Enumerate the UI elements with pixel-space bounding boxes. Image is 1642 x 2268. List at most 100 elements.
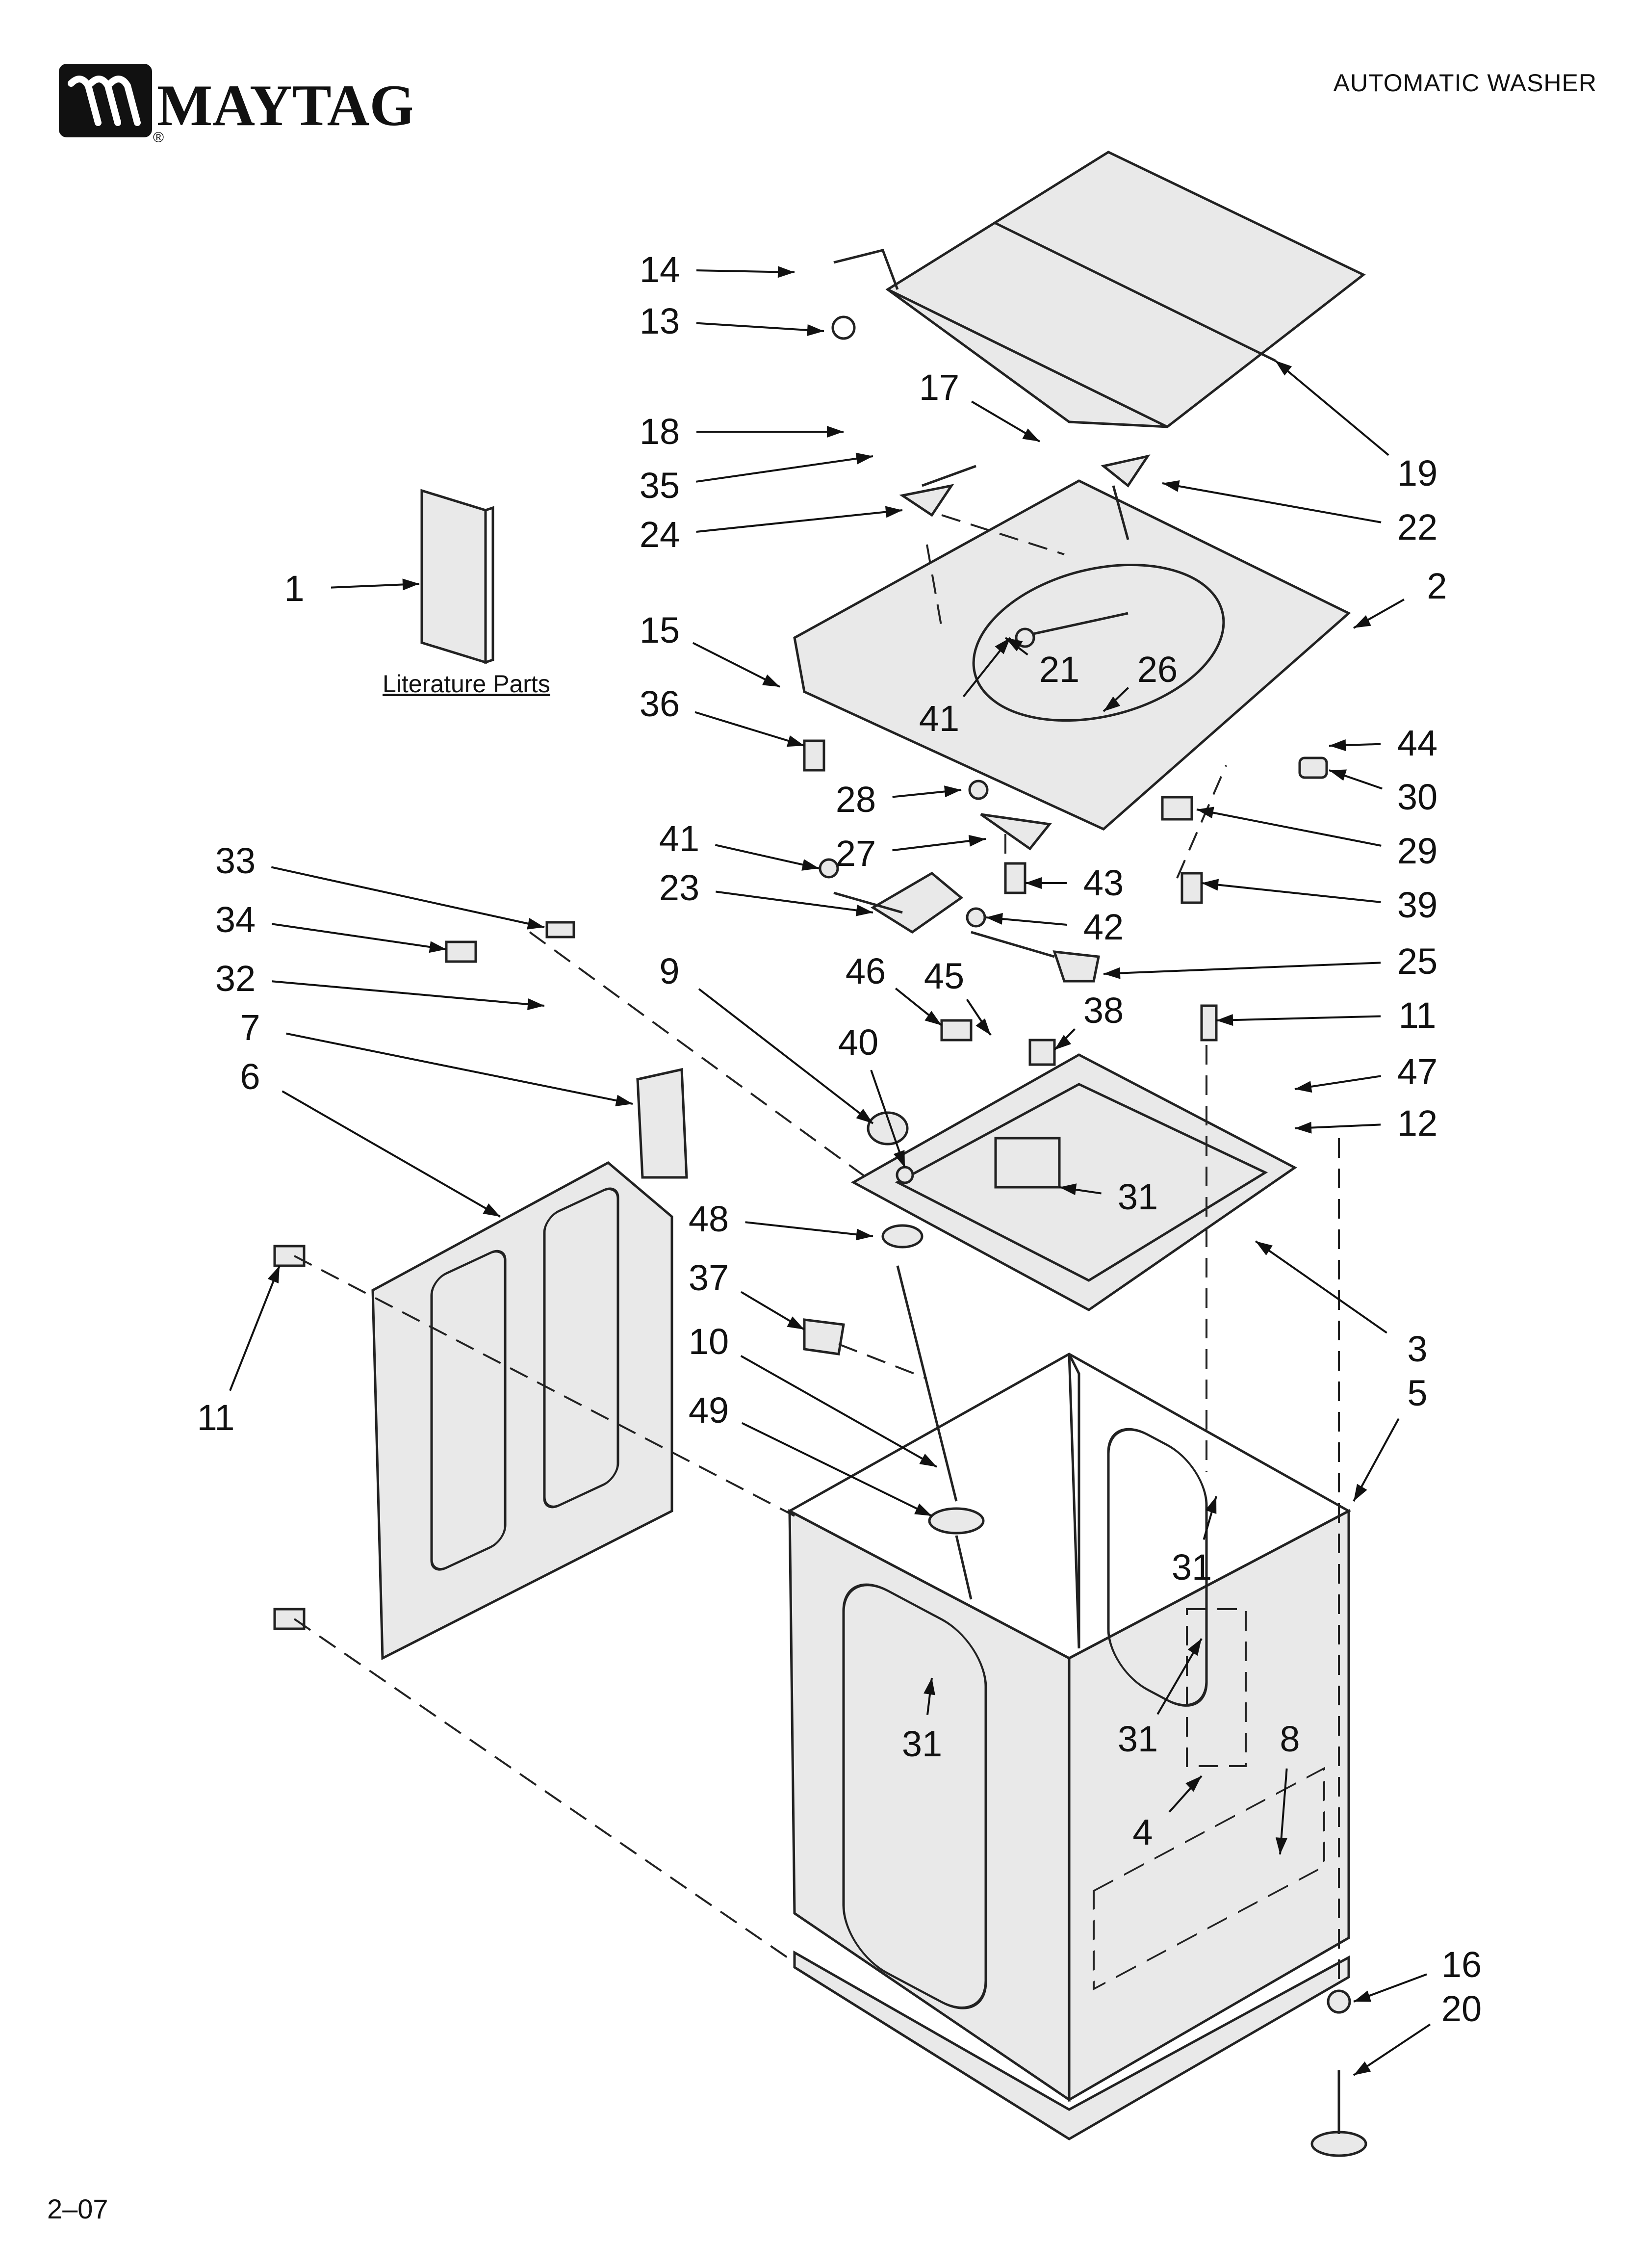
callout-number: 28 (836, 779, 876, 820)
brand-logo: MAYTAG ® (59, 54, 415, 147)
assembly-lines (293, 514, 1340, 1992)
arrowhead-icon (893, 1149, 905, 1168)
arrowhead-icon (995, 638, 1010, 654)
callout-31-base-label: 31 (1059, 1176, 1158, 1217)
callout-number: 49 (689, 1390, 729, 1431)
screw-11-upper-left (273, 1245, 306, 1267)
spring-49-cap (928, 1507, 985, 1535)
callout-number: 33 (215, 840, 256, 881)
callout-number: 3 (1407, 1329, 1427, 1369)
callout-number: 27 (836, 833, 876, 874)
bracket-38 (1028, 1039, 1056, 1066)
callout-24-pad: 24 (640, 506, 903, 555)
callout-number: 24 (640, 514, 680, 555)
arrowhead-icon (483, 1203, 500, 1217)
arrowhead-icon (1354, 2061, 1371, 2075)
arrowhead-icon (1022, 428, 1040, 442)
arrowhead-icon (827, 426, 844, 438)
arrowhead-icon (1295, 1121, 1312, 1134)
callout-number: 39 (1397, 885, 1437, 925)
leader-line (716, 890, 873, 913)
arrowhead-icon (777, 266, 795, 278)
callout-number: 36 (640, 683, 680, 724)
leader-line (696, 455, 873, 483)
arrowhead-icon (527, 918, 544, 930)
arrowhead-icon (914, 1503, 932, 1516)
arrowhead-icon (1295, 1081, 1312, 1093)
fasteners (273, 627, 1218, 1630)
callout-15-hinge: 15 (640, 610, 780, 688)
screw-46 (940, 1019, 973, 1042)
arrowhead-icon (919, 1454, 937, 1467)
callout-39-screw: 39 (1201, 879, 1437, 925)
callout-number: 18 (640, 411, 680, 452)
callout-48-pad: 48 (689, 1199, 873, 1241)
callout-41-lower: 41 (659, 818, 820, 871)
lid-lock-assembly (833, 756, 1328, 983)
arrowhead-icon (1275, 1837, 1287, 1854)
callout-17-nut: 17 (919, 367, 1041, 443)
clip-37 (803, 1318, 845, 1356)
callout-42-clip: 42 (985, 907, 1124, 947)
callout-number: 11 (197, 1397, 235, 1438)
arrowhead-icon (975, 1018, 991, 1035)
callout-31-front-label: 31 (902, 1677, 942, 1764)
callout-number: 16 (1441, 1944, 1482, 1985)
rear-panel (371, 1068, 688, 1661)
callout-number: 38 (1083, 990, 1124, 1031)
washer-lid (831, 151, 1366, 428)
leader-line (698, 988, 874, 1124)
leader-line (715, 844, 820, 869)
callout-number: 6 (240, 1056, 260, 1097)
bracket-7 (636, 1068, 688, 1179)
arrowhead-icon (267, 1266, 280, 1283)
callout-46-screw: 46 (846, 951, 943, 1026)
callout-number: 1 (284, 568, 304, 609)
callout-number: 23 (659, 867, 699, 908)
leader-line (1201, 882, 1381, 903)
callout-number: 31 (1118, 1719, 1158, 1759)
arrowhead-icon (1354, 1484, 1367, 1501)
foot-20 (1310, 2131, 1367, 2157)
callout-number: 21 (1039, 649, 1079, 690)
callout-number: 11 (1399, 995, 1437, 1036)
leader-line (1196, 808, 1382, 847)
callout-number: 31 (1172, 1547, 1212, 1588)
arrowhead-icon (1059, 1183, 1077, 1196)
cap-9 (867, 1111, 909, 1146)
arrowhead-icon (1025, 877, 1042, 889)
callout-27-pivot: 27 (836, 833, 986, 874)
callout-45-wire: 45 (924, 956, 992, 1036)
callout-number: 37 (689, 1257, 729, 1298)
screw-43 (1004, 862, 1026, 894)
screw-36 (803, 739, 825, 772)
callout-28-washer: 28 (836, 779, 962, 820)
callout-1-literature: 1 (284, 568, 420, 609)
leader-line (696, 322, 824, 332)
arrowhead-icon (801, 859, 819, 871)
arrowhead-icon (1202, 879, 1219, 891)
arrowhead-icon (1185, 1776, 1202, 1792)
arrowhead-icon (1187, 1639, 1202, 1656)
callout-number: 2 (1427, 566, 1447, 606)
callout-number: 26 (1137, 649, 1178, 690)
callout-number: 31 (1118, 1176, 1158, 1217)
callout-21-latch: 21 (1004, 637, 1079, 690)
callout-31-side-label: 31 (1172, 1496, 1217, 1588)
callout-6-rear-panel: 6 (240, 1056, 501, 1218)
pad-48 (881, 1224, 924, 1249)
arrowhead-icon (429, 941, 446, 953)
callout-16-leg: 16 (1353, 1944, 1482, 2003)
callout-number: 41 (659, 818, 699, 859)
callout-number: 43 (1083, 862, 1124, 903)
callout-29-switch: 29 (1196, 807, 1437, 871)
callout-number: 41 (919, 698, 959, 739)
arrowhead-icon (855, 904, 873, 916)
callout-37-clip: 37 (689, 1257, 805, 1330)
callout-number: 13 (640, 301, 680, 341)
callout-number: 46 (846, 951, 886, 991)
callout-number: 32 (215, 958, 256, 999)
callout-number: 30 (1397, 777, 1437, 817)
arrowhead-icon (787, 735, 804, 747)
